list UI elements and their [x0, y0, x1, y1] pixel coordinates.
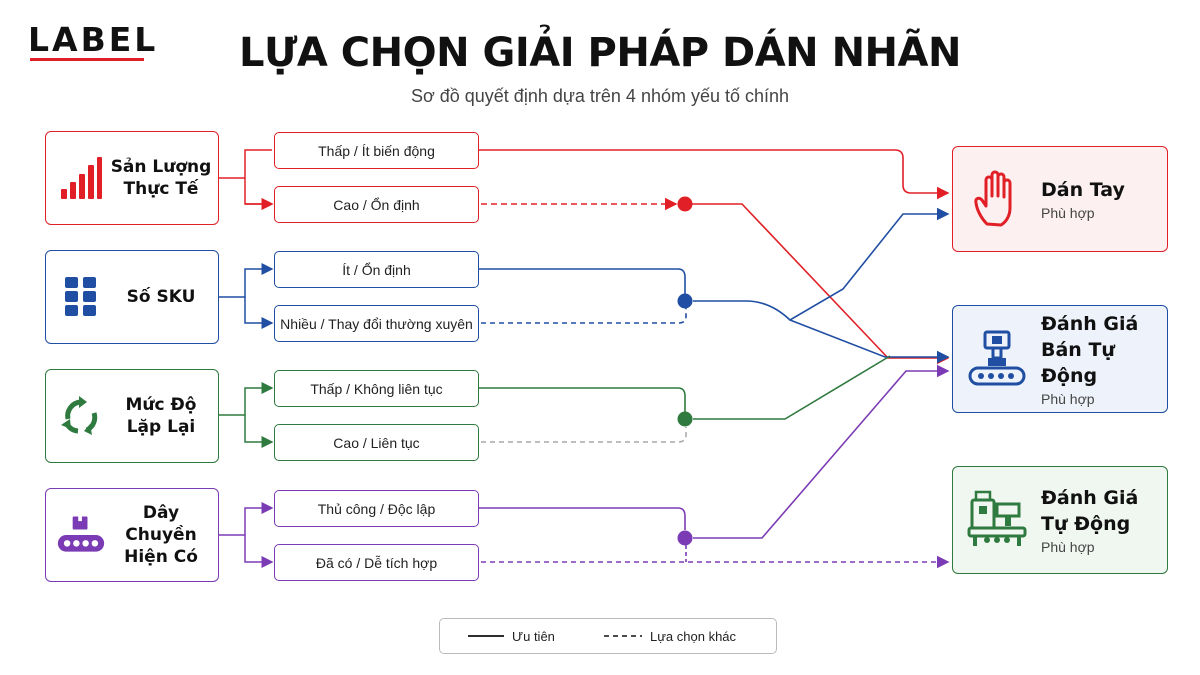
result-sub: Phù hợp — [1041, 205, 1095, 221]
hand-icon — [967, 147, 1027, 251]
option-box: Thấp / Ít biến động — [274, 132, 479, 169]
page-title: LỰA CHỌN GIẢI PHÁP DÁN NHÃN — [239, 30, 961, 76]
result-semi-auto: Đánh Giá Bán Tự Động Phù hợp — [952, 305, 1168, 413]
factor-label: Dây Chuyền Hiện Có — [124, 503, 198, 567]
result-name: Dán Tay — [1041, 179, 1125, 201]
factor-label: Sản Lượng Thực Tế — [110, 157, 212, 199]
option-box: Cao / Ổn định — [274, 186, 479, 223]
result-auto: Đánh Giá Tự Động Phù hợp — [952, 466, 1168, 574]
option-box: Nhiều / Thay đổi thường xuyên — [274, 305, 479, 342]
result-name: Đánh Giá Tự Động — [1041, 487, 1139, 535]
factor-repeat: Mức Độ Lặp Lại — [45, 369, 219, 463]
option-box: Cao / Liên tục — [274, 424, 479, 461]
option-box: Ít / Ổn định — [274, 251, 479, 288]
result-name: Đánh Giá Bán Tự Động — [1041, 313, 1139, 387]
junction-dot-repeat — [677, 411, 693, 427]
option-box: Thấp / Không liên tục — [274, 370, 479, 407]
legend-solid: Ưu tiên — [468, 619, 555, 653]
result-manual: Dán Tay Phù hợp — [952, 146, 1168, 252]
junction-dot-volume — [677, 196, 693, 212]
flow-line-to-semi — [693, 364, 950, 539]
flow-sku-to-manual — [693, 207, 950, 321]
semi-auto-machine-icon — [967, 306, 1027, 412]
brand-logo: LABEL — [28, 20, 159, 59]
branch-sku-b — [244, 297, 274, 329]
factor-label: Mức Độ Lặp Lại — [125, 395, 197, 437]
legend: Ưu tiên Lựa chọn khác — [439, 618, 777, 654]
flow-repeat-high — [481, 427, 687, 443]
factor-sku: Số SKU — [45, 250, 219, 344]
flow-sku-to-semi — [789, 319, 950, 364]
legend-solid-label: Ưu tiên — [512, 628, 555, 644]
bar-chart-icon — [56, 132, 106, 224]
factor-volume: Sản Lượng Thực Tế — [45, 131, 219, 225]
flow-sku-few — [479, 268, 686, 294]
legend-dashed-label: Lựa chọn khác — [650, 628, 737, 644]
option-box: Đã có / Dễ tích hợp — [274, 544, 479, 581]
recycle-icon — [56, 370, 106, 462]
flow-sku-many — [481, 306, 687, 324]
conveyor-icon — [56, 489, 106, 581]
junction-dot-line — [677, 530, 693, 546]
flow-low-volume-to-manual — [479, 149, 950, 200]
branch-volume — [219, 149, 272, 204]
branch-repeat-b — [244, 415, 274, 448]
option-box: Thủ công / Độc lập — [274, 490, 479, 527]
flow-high-volume-to-semi — [692, 203, 950, 365]
result-sub: Phù hợp — [1041, 539, 1095, 555]
auto-machine-icon — [967, 467, 1027, 573]
junction-dot-sku — [677, 293, 693, 309]
grid-icon — [56, 251, 106, 343]
logo-underline — [30, 58, 144, 61]
page-subtitle: Sơ đồ quyết định dựa trên 4 nhóm yếu tố … — [410, 86, 790, 106]
factor-label: Số SKU — [126, 287, 196, 307]
branch-line — [219, 502, 274, 536]
flow-repeat-low — [479, 387, 686, 412]
flow-line-manual — [479, 507, 686, 530]
branch-line-b — [244, 535, 274, 568]
result-sub: Phù hợp — [1041, 391, 1095, 407]
flow-repeat-to-semi — [693, 355, 891, 420]
legend-dashed: Lựa chọn khác — [604, 619, 736, 653]
branch-sku — [219, 263, 274, 298]
branch-repeat — [219, 382, 274, 416]
factor-line: Dây Chuyền Hiện Có — [45, 488, 219, 582]
